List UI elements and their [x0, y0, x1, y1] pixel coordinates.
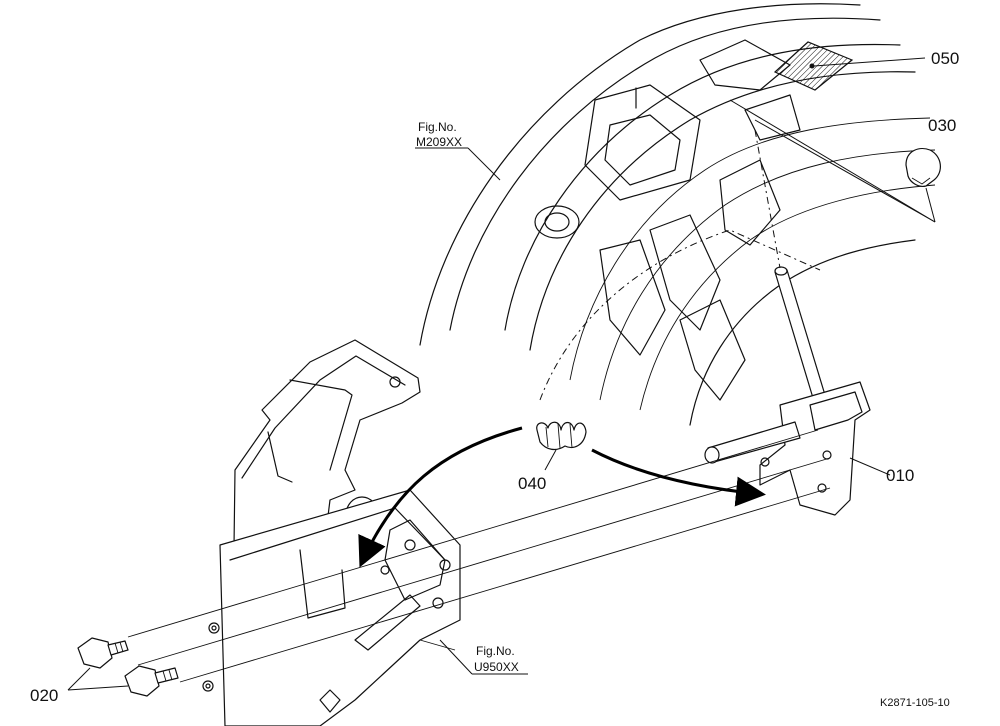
fig-ref-bottom-label: Fig.No. [476, 644, 515, 658]
drawing-code: K2871-105-10 [880, 697, 950, 709]
label-part-020: 020 [30, 686, 58, 705]
lever-part-010 [704, 129, 891, 516]
decal-part-050 [773, 41, 926, 91]
frame-bracket [202, 339, 461, 726]
bolts-part-020 [67, 637, 179, 697]
fig-reference-leaders [415, 147, 528, 675]
label-part-030: 030 [928, 116, 956, 135]
fig-ref-top-label: Fig.No. [418, 120, 457, 134]
knob-part-030 [729, 99, 941, 223]
spring-part-040 [536, 421, 587, 471]
fender-housing [419, 3, 936, 426]
fig-ref-bottom-code: U950XX [474, 660, 519, 674]
fig-ref-top-code: M209XX [416, 135, 462, 149]
install-arrow-left [358, 426, 523, 568]
label-part-040: 040 [518, 474, 546, 493]
install-arrow-right [591, 448, 766, 507]
alignment-lines [127, 429, 831, 683]
label-part-050: 050 [931, 49, 959, 68]
label-part-010: 010 [886, 466, 914, 485]
